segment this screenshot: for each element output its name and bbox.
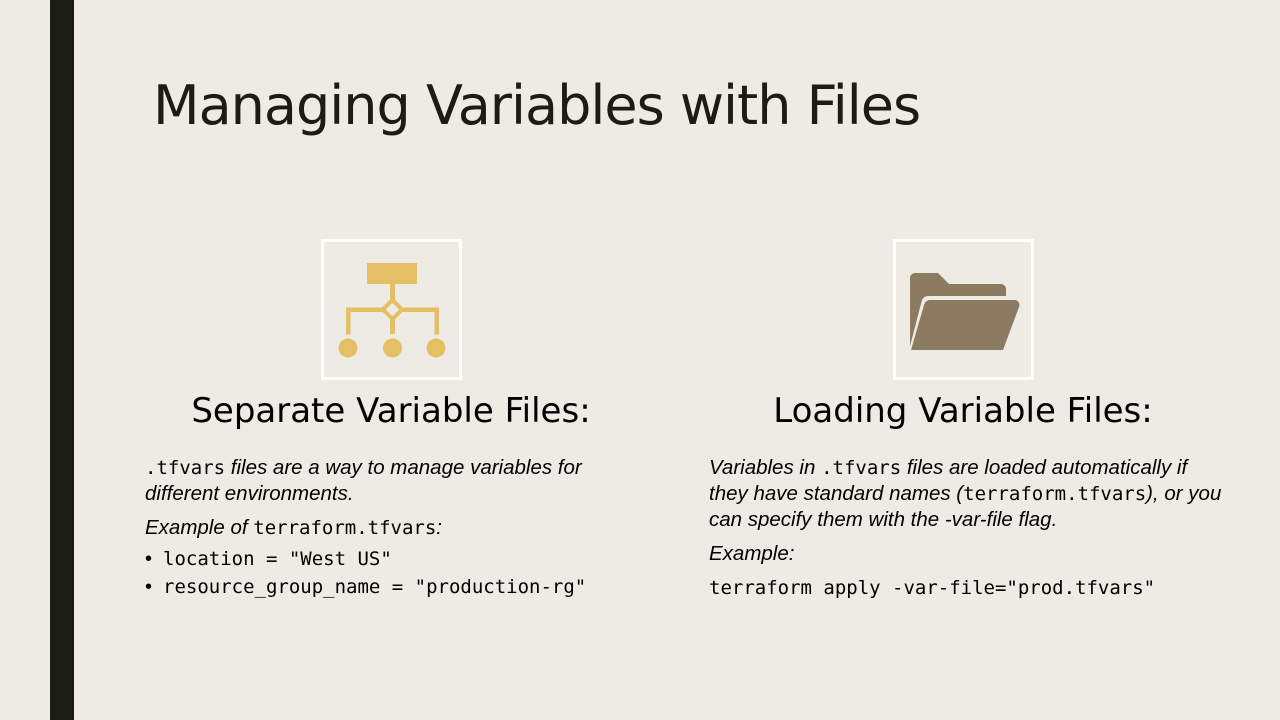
right-intro: Variables in .tfvars files are loaded au…	[709, 455, 1229, 533]
left-intro-text: files are a way to manage variables for …	[145, 456, 582, 505]
right-intro-code2: terraform.tfvars	[963, 483, 1147, 505]
right-example-label: Example:	[709, 542, 795, 565]
accent-bar	[50, 0, 74, 720]
slide-title: Managing Variables with Files	[153, 74, 921, 137]
left-bullet-list: •location = "West US" •resource_group_na…	[145, 546, 645, 602]
left-example-suffix: :	[436, 516, 442, 539]
hierarchy-icon-frame	[321, 239, 462, 380]
right-heading: Loading Variable Files:	[773, 391, 1153, 431]
right-intro-code: .tfvars	[821, 457, 902, 479]
left-example-label: Example of terraform.tfvars:	[145, 515, 645, 541]
open-folder-icon	[910, 273, 1020, 350]
right-body: Variables in .tfvars files are loaded au…	[709, 455, 1229, 601]
left-intro-code: .tfvars	[145, 457, 226, 479]
left-intro: .tfvars files are a way to manage variab…	[145, 455, 645, 507]
bullet-text: resource_group_name = "production-rg"	[163, 576, 587, 598]
bullet-item: •location = "West US"	[145, 548, 392, 570]
right-intro-c: ), or you can specify them with the -var…	[709, 482, 1222, 531]
right-command: terraform apply -var-file="prod.tfvars"	[709, 577, 1156, 599]
left-heading: Separate Variable Files:	[191, 391, 591, 431]
left-example-code: terraform.tfvars	[253, 517, 437, 539]
bullet-item: •resource_group_name = "production-rg"	[145, 576, 587, 598]
bullet-text: location = "West US"	[163, 548, 392, 570]
hierarchy-icon	[338, 263, 446, 358]
left-example-prefix: Example of	[145, 516, 254, 539]
folder-icon-frame	[893, 239, 1034, 380]
right-intro-b: files are loaded automatically if they h…	[709, 456, 1188, 505]
right-intro-a: Variables in	[709, 456, 822, 479]
left-body: .tfvars files are a way to manage variab…	[145, 455, 645, 602]
